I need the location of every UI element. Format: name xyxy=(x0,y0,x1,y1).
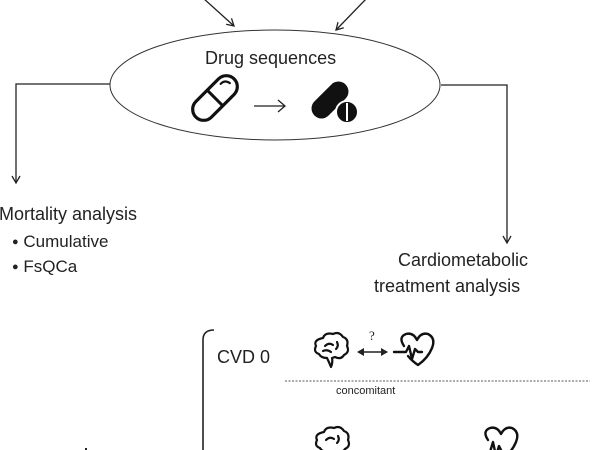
drug-sequences-node xyxy=(109,29,441,141)
concomitant-label: concomitant xyxy=(336,385,396,397)
incoming-arrow-right xyxy=(335,0,366,31)
bullet-icon: ● xyxy=(12,236,19,248)
drug-sequences-label: Drug sequences xyxy=(205,48,337,68)
partial-arrow-mark xyxy=(85,448,87,450)
cardiometabolic-title-line1: Cardiometabolic xyxy=(398,250,529,270)
capsule-outline-icon xyxy=(191,74,239,122)
brain-icon xyxy=(313,331,350,369)
brain-icon-2 xyxy=(314,425,351,450)
mortality-analysis-title: Mortality analysis xyxy=(0,204,138,224)
cardiometabolic-title-line2: treatment analysis xyxy=(374,276,521,296)
bullet-fsqca: ● FsQCa xyxy=(12,257,77,277)
bullet-text: FsQCa xyxy=(23,257,78,276)
heart-pulse-icon xyxy=(392,332,435,367)
bullet-icon: ● xyxy=(12,261,19,273)
pills-filled-icon xyxy=(311,81,359,124)
incoming-arrow-left xyxy=(204,0,235,27)
bullet-text: Cumulative xyxy=(23,232,109,251)
cvd-bracket xyxy=(202,329,215,450)
bullet-cumulative: ● Cumulative xyxy=(12,232,108,252)
cvd-0-label: CVD 0 xyxy=(217,347,271,367)
connector-to-cardiometabolic xyxy=(441,84,512,245)
relation-question-mark: ? xyxy=(369,328,375,343)
connector-to-mortality xyxy=(11,83,110,185)
arrow-right-icon xyxy=(254,99,286,113)
heart-pulse-icon-2 xyxy=(484,426,519,450)
